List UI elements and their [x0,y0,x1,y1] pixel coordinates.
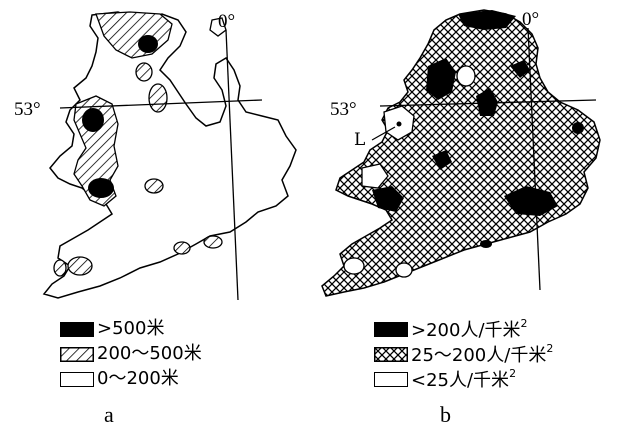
map-a-upland-spot [67,256,93,276]
map-b-city-label: L [354,130,366,150]
map-b-prime-meridian [527,27,541,291]
map-b-dense-area [432,150,452,170]
map-a-parallel-label: 53° [14,99,41,120]
map-a-upland-spot [53,259,67,277]
map-b-city-marker [396,121,402,127]
legend-label: 25～200人/千米2 [411,342,554,366]
legend-swatch-solid [60,321,94,337]
map-b-dense-area [372,186,404,212]
map-a-inlet [209,17,227,37]
legend-label: 0～200米 [97,368,179,389]
map-a-upland-spot [148,83,168,113]
map-b-parallel-label: 53° [330,99,357,120]
map-b-landmass [321,9,601,297]
legend-item: <25人/千米2 [374,368,516,390]
map-b-dense-area [510,60,530,78]
map-b-dense-area [426,58,456,100]
legend-item: 25～200人/千米2 [374,343,553,365]
legend-item: 200～500米 [60,343,202,365]
map-b-dense-area [572,122,584,134]
panel-label-b: b [440,402,451,427]
map-a-peak [82,108,104,132]
map-a-prime-meridian [225,29,239,301]
panel-label-a: a [104,402,114,427]
map-b-sparse-area [343,257,365,275]
map-b-dense-area [504,186,558,216]
legend-label: >200人/千米2 [411,317,528,341]
legend-swatch-cross [374,346,408,362]
map-b-meridian-label: 0° [522,9,540,30]
map-a-upland-spot [144,178,164,194]
map-b-dense-area [458,10,516,30]
legend-label: 200～500米 [97,343,202,364]
map-b-sparse-area [361,163,389,189]
map-b-parallel-53 [379,99,597,107]
legend-item: >200人/千米2 [374,318,528,340]
map-b-dense-area [476,88,498,116]
map-a-parallel-53 [59,99,263,109]
map-a-upland-spot [203,235,223,249]
map-b [321,9,601,297]
map-a-peak [138,35,158,53]
legend-swatch-blank [60,371,94,387]
legend-swatch-solid [374,321,408,337]
legend-label: <25人/千米2 [411,367,517,391]
legend-item: >500米 [60,318,164,340]
map-b-sparse-area [395,262,413,278]
legend-label: >500米 [97,318,165,339]
legend-item: 0～200米 [60,368,179,390]
map-a-meridian-label: 0° [218,11,236,32]
map-a-upland-spot [135,62,153,82]
map-b-city-leader [371,126,396,141]
legend-swatch-blank [374,371,408,387]
map-b-dense-area [480,240,492,248]
map-a-upland-spot [173,241,191,255]
legend-swatch-hatch [60,346,94,362]
map-b-sparse-area [456,65,476,87]
map-a [43,11,297,301]
map-a-peak [88,178,114,198]
